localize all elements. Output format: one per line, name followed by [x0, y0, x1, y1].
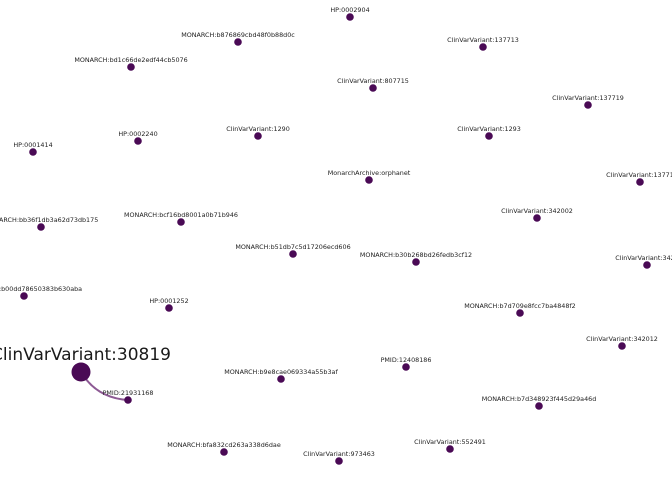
node-dot[interactable] — [446, 445, 454, 453]
nodes-layer: HP:0002904MONARCH:b876869cbd48f0b88d0cCl… — [0, 6, 672, 465]
node-monarch-b876[interactable]: MONARCH:b876869cbd48f0b88d0c — [181, 31, 295, 46]
node-clinvar-137719[interactable]: ClinVarVariant:137719 — [552, 94, 624, 109]
node-hp-0001252[interactable]: HP:0001252 — [149, 297, 189, 312]
node-label: MONARCH:bcf16bd8001a0b71b946 — [124, 211, 238, 219]
node-label: ClinVarVariant:13771 — [606, 171, 672, 179]
node-label: MonarchArchive:orphanet — [328, 169, 411, 177]
node-monarch-bfa8[interactable]: MONARCH:bfa832cd263a338d6dae — [167, 441, 281, 456]
node-dot[interactable] — [29, 148, 37, 156]
node-label: ClinVarVariant:973463 — [303, 450, 375, 458]
node-clinvar-807715[interactable]: ClinVarVariant:807715 — [337, 77, 409, 92]
node-label: ClinVarVariant:552491 — [414, 438, 486, 446]
node-label: MONARCH:bfa832cd263a338d6dae — [167, 441, 281, 449]
node-label: ClinVarVariant:342002 — [501, 207, 573, 215]
node-clinvar-30819[interactable]: ClinVarVariant:30819 — [0, 345, 171, 382]
node-dot[interactable] — [636, 178, 644, 186]
node-dot[interactable] — [127, 63, 135, 71]
node-monarch-bd1c[interactable]: MONARCH:bd1c66de2edf44cb5076 — [74, 56, 188, 71]
node-dot[interactable] — [335, 457, 343, 465]
node-dot[interactable] — [71, 362, 91, 382]
node-monarch-b7d7[interactable]: MONARCH:b7d709e8fcc7ba4848f2 — [464, 302, 576, 317]
node-label: ClinVarVariant:1293 — [457, 125, 521, 133]
node-pmid-12408186[interactable]: PMID:12408186 — [381, 356, 432, 371]
node-label: ClinVarVariant:1290 — [226, 125, 290, 133]
node-label: MONARCH:b7d348923f445d29a46d — [482, 395, 597, 403]
node-dot[interactable] — [618, 342, 626, 350]
node-dot[interactable] — [369, 84, 377, 92]
node-label: PMID:12408186 — [381, 356, 432, 364]
node-clinvar-973463[interactable]: ClinVarVariant:973463 — [303, 450, 375, 465]
node-label: ClinVarVariant:342012 — [586, 335, 658, 343]
node-monarch-orphanet[interactable]: MonarchArchive:orphanet — [328, 169, 411, 184]
node-label: MONARCH:b51db7c5d17206ecd606 — [235, 243, 350, 251]
node-dot[interactable] — [365, 176, 373, 184]
node-label: MONARCH:b30b268bd26fedb3cf12 — [360, 251, 472, 259]
node-label: MONARCH:b9e8cae069334a55b3af — [224, 368, 338, 376]
node-monarch-b9e8[interactable]: MONARCH:b9e8cae069334a55b3af — [224, 368, 338, 383]
node-label: HP:0002904 — [330, 6, 369, 14]
node-dot[interactable] — [479, 43, 487, 51]
node-clinvar-137713[interactable]: ClinVarVariant:137713 — [447, 36, 519, 51]
node-dot[interactable] — [134, 137, 142, 145]
node-label: HP:0001414 — [13, 141, 52, 149]
node-label: MONARCH:b876869cbd48f0b88d0c — [181, 31, 295, 39]
node-label: MONARCH:bb36f1db3a62d73db175 — [0, 216, 98, 224]
node-hp-0002240[interactable]: HP:0002240 — [118, 130, 158, 145]
node-clinvar-3420[interactable]: ClinVarVariant:3420 — [615, 254, 672, 269]
node-monarch-b30b[interactable]: MONARCH:b30b268bd26fedb3cf12 — [360, 251, 472, 266]
node-dot[interactable] — [412, 258, 420, 266]
node-label: ClinVarVariant:30819 — [0, 345, 171, 365]
node-dot[interactable] — [516, 309, 524, 317]
node-clinvar-1290[interactable]: ClinVarVariant:1290 — [226, 125, 290, 140]
node-dot[interactable] — [535, 402, 543, 410]
node-hp-0001414[interactable]: HP:0001414 — [13, 141, 53, 156]
node-monarch-b7d3[interactable]: MONARCH:b7d348923f445d29a46d — [482, 395, 597, 410]
node-label: ClinVarVariant:807715 — [337, 77, 409, 85]
node-label: MONARCH:bd1c66de2edf44cb5076 — [74, 56, 187, 64]
node-dot[interactable] — [485, 132, 493, 140]
node-clinvar-1293[interactable]: ClinVarVariant:1293 — [457, 125, 521, 140]
node-dot[interactable] — [37, 223, 45, 231]
node-clinvar-552491[interactable]: ClinVarVariant:552491 — [414, 438, 486, 453]
node-label: MONARCH:b7d709e8fcc7ba4848f2 — [464, 302, 576, 310]
node-monarch-bcf1[interactable]: MONARCH:bcf16bd8001a0b71b946 — [124, 211, 238, 226]
node-dot[interactable] — [346, 13, 354, 21]
node-label: HP:0001252 — [149, 297, 188, 305]
node-monarch-b00d[interactable]: MONARCH:b00dd78650383b630aba — [0, 285, 82, 300]
node-clinvar-342012[interactable]: ClinVarVariant:342012 — [586, 335, 658, 350]
node-dot[interactable] — [289, 250, 297, 258]
node-clinvar-342002[interactable]: ClinVarVariant:342002 — [501, 207, 573, 222]
node-dot[interactable] — [254, 132, 262, 140]
node-dot[interactable] — [277, 375, 285, 383]
node-pmid-21931168[interactable]: PMID:21931168 — [103, 389, 154, 404]
node-dot[interactable] — [533, 214, 541, 222]
node-dot[interactable] — [124, 396, 132, 404]
node-monarch-bb36[interactable]: MONARCH:bb36f1db3a62d73db175 — [0, 216, 98, 231]
node-dot[interactable] — [643, 261, 651, 269]
node-monarch-b51d[interactable]: MONARCH:b51db7c5d17206ecd606 — [235, 243, 351, 258]
node-dot[interactable] — [584, 101, 592, 109]
node-label: ClinVarVariant:3420 — [615, 254, 672, 262]
node-dot[interactable] — [177, 218, 185, 226]
node-label: PMID:21931168 — [103, 389, 154, 397]
node-dot[interactable] — [402, 363, 410, 371]
node-dot[interactable] — [20, 292, 28, 300]
node-dot[interactable] — [220, 448, 228, 456]
node-label: HP:0002240 — [118, 130, 157, 138]
node-dot[interactable] — [234, 38, 242, 46]
node-hp-0002904[interactable]: HP:0002904 — [330, 6, 370, 21]
node-dot[interactable] — [165, 304, 173, 312]
node-clinvar-13771[interactable]: ClinVarVariant:13771 — [606, 171, 672, 186]
node-label: ClinVarVariant:137713 — [447, 36, 519, 44]
node-label: MONARCH:b00dd78650383b630aba — [0, 285, 82, 293]
node-label: ClinVarVariant:137719 — [552, 94, 624, 102]
